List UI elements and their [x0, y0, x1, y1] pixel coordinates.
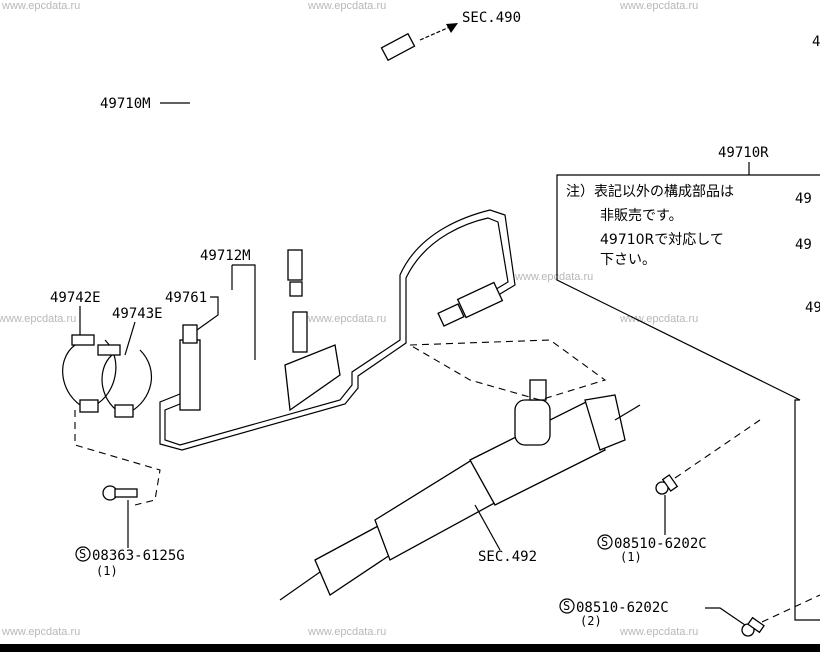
label-49712M[interactable]: 49712M — [200, 248, 251, 264]
label-sec492[interactable]: SEC.492 — [478, 549, 537, 565]
watermark: www.epcdata.ru — [1, 0, 80, 12]
tube-49712M — [159, 209, 516, 451]
label-08363-6125G[interactable]: 08363-6125G — [92, 548, 185, 564]
label-edge-partial[interactable]: 49 — [805, 300, 820, 316]
hose-49710M — [186, 32, 416, 297]
bolt-08363-6125G — [102, 485, 138, 501]
label-edge-partial[interactable]: 4 — [812, 34, 820, 50]
label-49742E[interactable]: 49742E — [50, 290, 101, 306]
watermark: www.epcdata.ru — [1, 626, 80, 638]
note-line-4: 下さい。 — [600, 252, 656, 268]
label-49761[interactable]: 49761 — [165, 290, 207, 306]
qty-bolt1: (1) — [96, 564, 118, 578]
note-line-1: 注）表記以外の構成部品は — [566, 183, 734, 200]
standard-part-mark: S — [601, 535, 608, 549]
watermark: www.epcdata.ru — [307, 626, 386, 638]
arrow-sec490 — [419, 25, 453, 41]
watermark: www.epcdata.ru — [514, 271, 593, 283]
bolt-08510-6202C-1 — [655, 474, 679, 495]
label-08510-6202C-1[interactable]: 08510-6202C — [614, 536, 707, 552]
clamps — [62, 334, 153, 418]
qty-bolt3: (2) — [580, 614, 602, 628]
watermarks: www.epcdata.ru www.epcdata.ru www.epcdat… — [0, 0, 698, 638]
label-49710R[interactable]: 49710R — [718, 145, 769, 161]
bottom-border — [0, 644, 820, 652]
watermark: www.epcdata.ru — [619, 0, 698, 12]
label-edge-partial[interactable]: 49 — [795, 191, 812, 207]
label-08510-6202C-2[interactable]: 08510-6202C — [576, 600, 669, 616]
steering-gear — [279, 379, 641, 601]
label-edge-partial[interactable]: 49 — [795, 237, 812, 253]
qty-bolt2: (1) — [620, 550, 642, 564]
standard-part-mark: S — [79, 547, 86, 561]
watermark: www.epcdata.ru — [619, 313, 698, 325]
watermark: www.epcdata.ru — [619, 626, 698, 638]
watermark: www.epcdata.ru — [307, 0, 386, 12]
standard-part-mark: S — [563, 599, 570, 613]
note-line-3: 49710Rで対応して — [600, 232, 724, 248]
note-line-2: 非販売です。 — [600, 208, 683, 224]
label-sec490[interactable]: SEC.490 — [462, 10, 521, 26]
label-49710M[interactable]: 49710M — [100, 96, 151, 112]
label-49743E[interactable]: 49743E — [112, 306, 163, 322]
watermark: www.epcdata.ru — [307, 313, 386, 325]
watermark: www.epcdata.ru — [0, 313, 76, 325]
bolt-08510-6202C-2 — [741, 616, 765, 637]
